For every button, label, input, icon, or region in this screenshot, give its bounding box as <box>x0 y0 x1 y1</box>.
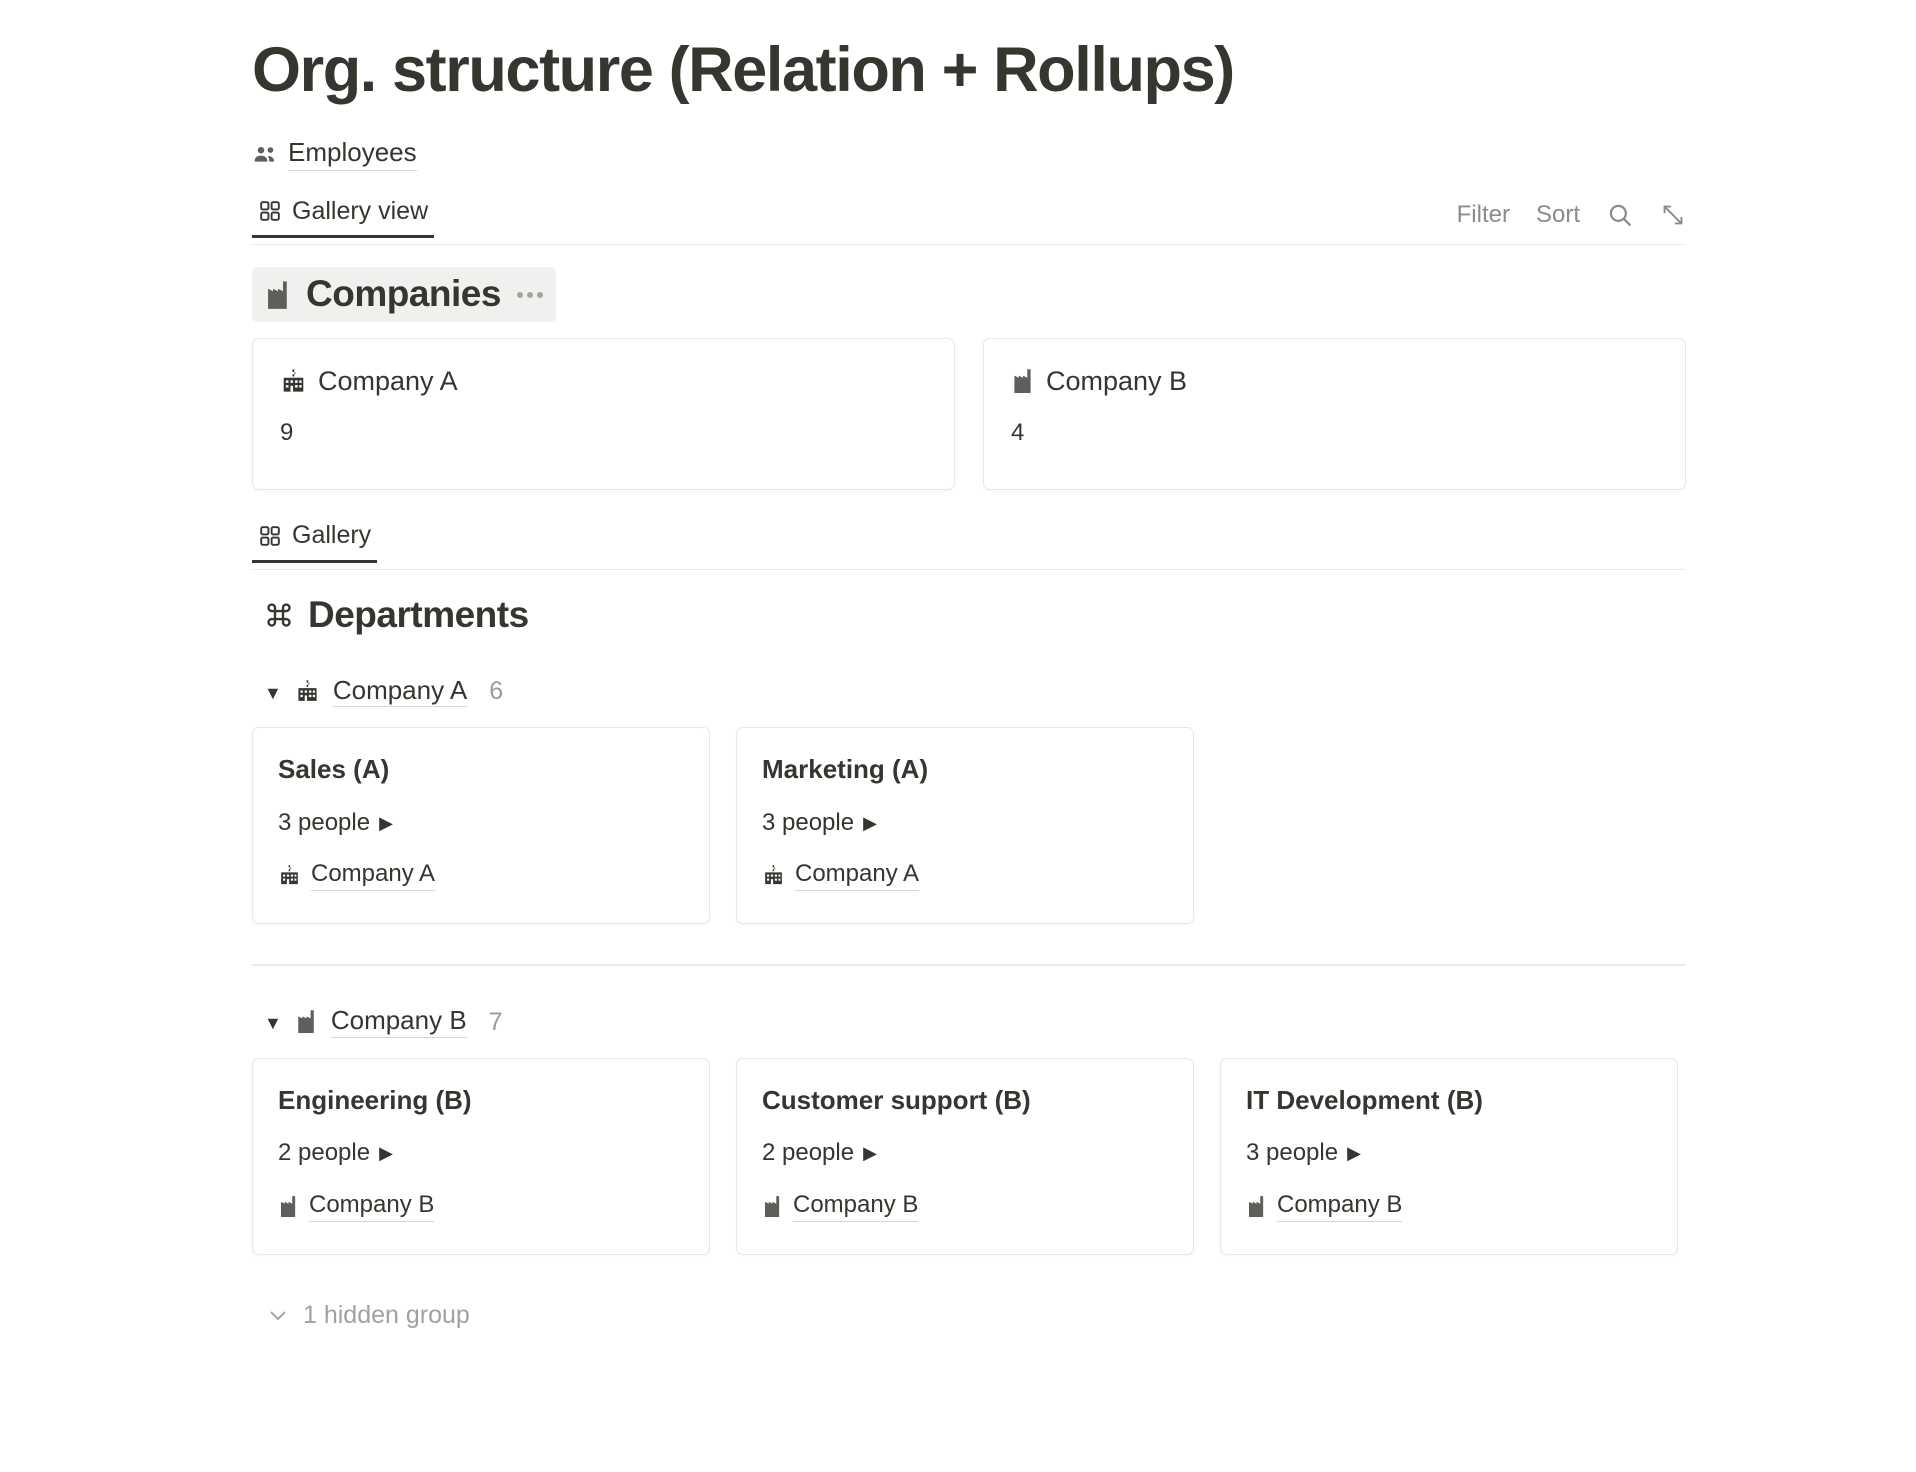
breadcrumb-label: Employees <box>288 137 417 172</box>
department-name: Sales (A) <box>278 754 390 785</box>
people-count-label: 2 people <box>762 1139 855 1167</box>
people-count-label: 3 people <box>1246 1139 1339 1167</box>
chevron-down-icon <box>266 1303 290 1327</box>
department-company-relation[interactable]: Company A <box>278 860 684 892</box>
department-people-rollup[interactable]: 3 people ▶ <box>762 809 1168 838</box>
card-department-engineering-b[interactable]: Engineering (B) 2 people ▶ Company B <box>252 1057 710 1255</box>
tab-gallery-view[interactable]: Gallery view <box>252 196 435 239</box>
people-count-label: 2 people <box>278 1139 371 1167</box>
card-department-marketing-a[interactable]: Marketing (A) 3 people ▶ <box>736 727 1194 925</box>
search-icon[interactable] <box>1606 201 1634 229</box>
group-label-company-a[interactable]: Company A <box>332 675 468 708</box>
school-building-icon <box>295 679 320 704</box>
hidden-group-toggle[interactable]: 1 hidden group <box>266 1300 470 1330</box>
card-title-row: Company B <box>1011 365 1658 397</box>
section-title-departments: Departments <box>308 593 529 635</box>
group-divider <box>252 964 1686 966</box>
department-company-relation[interactable]: Company B <box>278 1191 684 1222</box>
department-company-relation[interactable]: Company A <box>762 860 1168 892</box>
section-menu-icon[interactable] <box>516 291 543 298</box>
card-department-it-development-b[interactable]: IT Development (B) 3 people ▶ Company B <box>1220 1057 1678 1255</box>
factory-icon <box>278 1195 299 1218</box>
gallery-icon <box>258 524 282 548</box>
relation-label[interactable]: Company B <box>793 1191 919 1222</box>
factory-icon <box>295 1009 318 1034</box>
group-header-company-a[interactable]: ▼ Company A 6 <box>264 675 504 708</box>
group-count-company-a: 6 <box>489 677 504 706</box>
relation-label[interactable]: Company B <box>309 1191 435 1222</box>
group-company-b: ▼ Company B 7 Engineering (B) 2 people ▶ <box>252 1005 1686 1255</box>
card-company-a-name: Company A <box>318 365 458 396</box>
page-title: Org. structure (Relation + Rollups) <box>252 35 1235 105</box>
department-name: Customer support (B) <box>762 1084 1031 1115</box>
play-triangle-icon[interactable]: ▶ <box>379 813 393 834</box>
people-count-label: 3 people <box>762 808 855 836</box>
card-company-b-name: Company B <box>1046 365 1188 396</box>
tab-gallery[interactable]: Gallery <box>252 521 378 563</box>
card-company-a-count: 9 <box>280 419 294 447</box>
department-people-rollup[interactable]: 2 people ▶ <box>278 1139 684 1168</box>
group-header-company-b[interactable]: ▼ Company B 7 <box>264 1005 503 1038</box>
factory-icon <box>1246 1195 1267 1218</box>
factory-icon <box>762 1195 783 1218</box>
section-header-companies[interactable]: Companies <box>252 267 556 322</box>
departments-view-tabs: Gallery <box>252 516 378 569</box>
filter-button[interactable]: Filter <box>1456 201 1510 229</box>
departments-view-toolbar: Gallery <box>252 516 1686 570</box>
relation-label[interactable]: Company A <box>311 860 436 892</box>
page-content: Org. structure (Relation + Rollups) Empl… <box>252 0 1686 1330</box>
play-triangle-icon[interactable]: ▶ <box>863 1143 877 1164</box>
hidden-group-label: 1 hidden group <box>303 1300 470 1329</box>
tab-gallery-view-label: Gallery view <box>292 196 429 225</box>
department-name: Marketing (A) <box>762 754 929 785</box>
expand-icon[interactable] <box>1660 202 1686 228</box>
card-department-customer-support-b[interactable]: Customer support (B) 2 people ▶ Company … <box>736 1057 1194 1255</box>
section-title-companies: Companies <box>306 273 501 315</box>
relation-label[interactable]: Company B <box>1277 1191 1403 1222</box>
view-actions: Filter Sort <box>1457 201 1686 244</box>
school-building-icon <box>280 368 307 395</box>
group-label-company-b[interactable]: Company B <box>330 1005 467 1038</box>
school-building-icon <box>278 864 301 887</box>
card-company-b-count: 4 <box>1011 419 1025 447</box>
relation-label[interactable]: Company A <box>795 860 920 892</box>
card-company-a[interactable]: Company A 9 <box>252 337 955 490</box>
play-triangle-icon[interactable]: ▶ <box>863 813 877 834</box>
command-icon <box>264 600 294 630</box>
department-people-rollup[interactable]: 3 people ▶ <box>1246 1139 1652 1168</box>
department-people-rollup[interactable]: 3 people ▶ <box>278 809 684 838</box>
gallery-icon <box>258 199 282 223</box>
group-company-a: ▼ Company A 6 <box>252 675 1686 925</box>
department-company-relation[interactable]: Company B <box>762 1191 1168 1222</box>
department-people-rollup[interactable]: 2 people ▶ <box>762 1139 1168 1168</box>
card-title-row: Company A <box>280 365 927 397</box>
view-toolbar: Gallery view Filter Sort <box>252 191 1686 246</box>
factory-icon <box>1011 368 1035 394</box>
departments-gallery-a: Sales (A) 3 people ▶ <box>252 727 1686 925</box>
companies-gallery: Company A 9 Company B 4 <box>252 337 1686 490</box>
sort-button[interactable]: Sort <box>1535 201 1580 229</box>
play-triangle-icon[interactable]: ▶ <box>1347 1143 1361 1164</box>
department-name: Engineering (B) <box>278 1084 472 1115</box>
school-building-icon <box>762 864 785 887</box>
card-department-sales-a[interactable]: Sales (A) 3 people ▶ <box>252 727 710 925</box>
section-header-departments[interactable]: Departments <box>264 593 529 636</box>
play-triangle-icon[interactable]: ▶ <box>379 1143 393 1164</box>
department-name: IT Development (B) <box>1246 1084 1483 1115</box>
breadcrumb-employees[interactable]: Employees <box>252 137 417 172</box>
tab-gallery-label: Gallery <box>292 521 372 550</box>
departments-gallery-b: Engineering (B) 2 people ▶ Company B <box>252 1057 1686 1255</box>
view-tabs: Gallery view <box>252 191 435 244</box>
factory-icon <box>264 280 292 310</box>
department-company-relation[interactable]: Company B <box>1246 1191 1652 1222</box>
card-company-b[interactable]: Company B 4 <box>983 337 1686 490</box>
people-count-label: 3 people <box>278 808 371 836</box>
people-icon <box>252 141 279 168</box>
collapse-caret-icon[interactable]: ▼ <box>264 682 282 703</box>
collapse-caret-icon[interactable]: ▼ <box>264 1012 282 1033</box>
group-count-company-b: 7 <box>488 1007 503 1036</box>
